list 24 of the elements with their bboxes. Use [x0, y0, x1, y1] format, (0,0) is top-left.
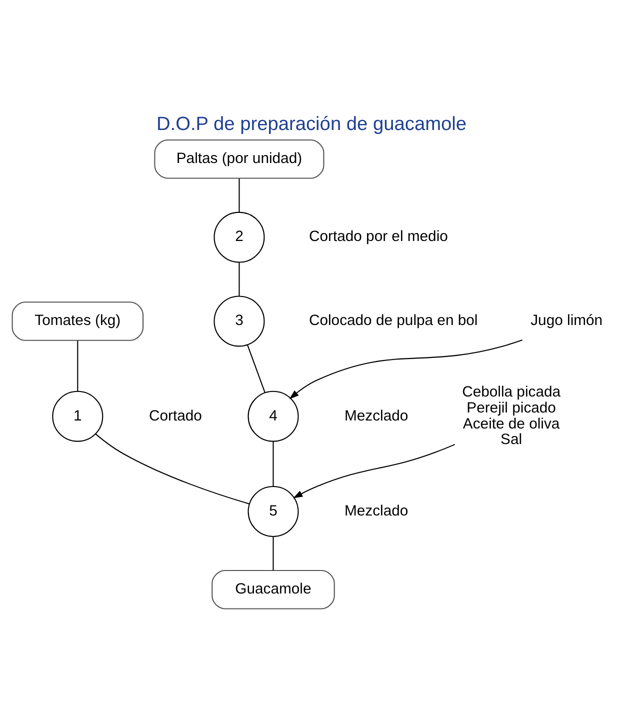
- node-text: Cebolla picada Perejil picado Aceite de oliva Sal: [462, 384, 561, 448]
- node-label: Mezclado: [344, 408, 408, 424]
- connector: [238, 178, 240, 212]
- node-label: Cortado por el medio: [309, 229, 448, 246]
- node-label: Mezclado: [344, 503, 408, 520]
- diagram-title: D.O.P de preparación de guacamole: [156, 114, 467, 135]
- connector: [95, 434, 250, 504]
- arrow: [289, 340, 522, 400]
- node-circle: 5: [248, 486, 299, 537]
- node-circle: 2: [214, 212, 265, 263]
- node-box: Guacamole: [212, 570, 335, 610]
- node-box: Tomates (kg): [12, 302, 144, 341]
- connector: [247, 345, 266, 393]
- node-label: Colocado de pulpa en bol: [308, 313, 478, 330]
- node-circle: 1: [52, 390, 104, 442]
- node-text: Jugo limón: [530, 313, 603, 330]
- node-circle: 3: [214, 296, 265, 347]
- connector: [77, 340, 78, 392]
- arrow: [293, 444, 456, 498]
- connector: [238, 262, 240, 296]
- connector: [272, 441, 274, 486]
- connector: [272, 536, 274, 570]
- node-label: Cortado: [148, 408, 202, 424]
- node-box: Paltas (por unidad): [154, 139, 324, 179]
